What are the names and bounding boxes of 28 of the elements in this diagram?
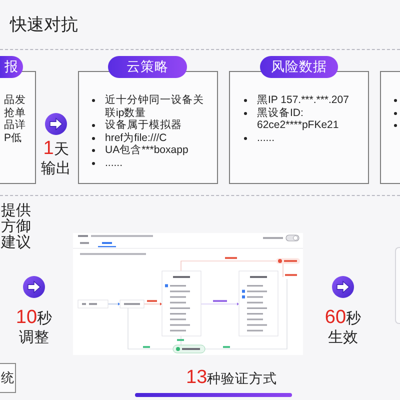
duration-text: 10秒调整 [15, 308, 53, 347]
pill-label: 报 [0, 56, 23, 78]
note-text: 提供方御建议 [1, 203, 32, 251]
title: 快速对抗 [10, 15, 78, 35]
bullet-text: 设备属于模拟器 [105, 119, 183, 132]
bullet-text: href为file:///C [105, 132, 168, 144]
pill-label: 云策略 [108, 56, 187, 78]
card [380, 71, 400, 184]
arrow-circle-icon [45, 113, 67, 135]
body-text: P低 [4, 132, 24, 144]
duration-text: 60秒生效 [324, 308, 362, 347]
label-box: 统 [0, 363, 16, 393]
arrow-circle-icon [23, 276, 45, 298]
app-screenshot [73, 233, 303, 355]
bullet-text: 黑设备ID: 62ce2****pFKe21 [257, 106, 340, 132]
bullet-text: 黑IP 157.***.***.207 [257, 94, 350, 106]
bullet-text: UA包含***boxapp [105, 144, 190, 156]
bullet-text: ...... [257, 132, 276, 144]
bullet-text: 近十分钟同一设备关联ip数量 [105, 94, 205, 119]
caption-text: 13种验证方式 [186, 367, 278, 390]
arrow-circle-icon [332, 276, 354, 298]
duration-text: 1天输出 [40, 139, 72, 178]
pill-label: 风险数据 [260, 56, 338, 78]
bullet-text: ...... [105, 156, 124, 169]
body-text: 品详 [4, 119, 27, 132]
body-text: 抢单 [4, 106, 27, 119]
card [395, 247, 400, 324]
body-text: 品发 [4, 94, 27, 106]
